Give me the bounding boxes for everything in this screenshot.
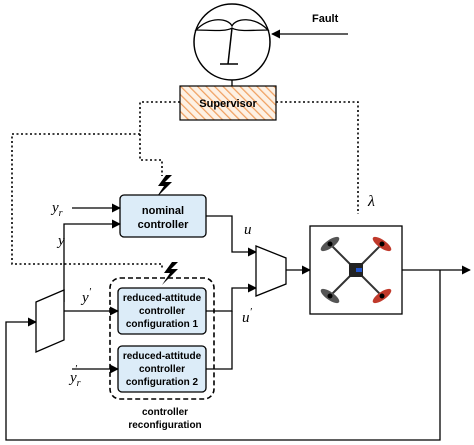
- signal-y-label: y: [56, 233, 65, 249]
- fault-rotor-icon: [193, 3, 271, 81]
- signal-y-r-prime-label: yr′: [68, 363, 81, 389]
- fault-label: Fault: [312, 13, 339, 25]
- signal-y-prime-label: y′: [80, 286, 92, 306]
- signal-u-prime-label: u′: [242, 306, 253, 326]
- supervisor-label: Supervisor: [199, 98, 257, 110]
- reduced-2-label-2: controller: [139, 364, 185, 375]
- reduced-1-label-3: configuration 1: [126, 319, 199, 330]
- supervisor-block: [179, 85, 277, 121]
- nominal-controller-label-1: nominal: [142, 205, 184, 217]
- reduced-2-label-1: reduced-attitude: [123, 351, 202, 362]
- signal-lines: [5, 203, 471, 441]
- lightning-icon-nominal: [156, 175, 172, 198]
- reconfiguration-label-2: reconfiguration: [128, 420, 201, 431]
- reduced-2-label-3: configuration 2: [126, 377, 199, 388]
- reduced-1-label-1: reduced-attitude: [123, 293, 202, 304]
- reduced-1-label-2: controller: [139, 306, 185, 317]
- quadrotor-plant-block: [309, 225, 403, 315]
- reconfiguration-label-1: controller: [142, 407, 188, 418]
- signal-demux: [35, 289, 65, 353]
- nominal-controller-label-2: controller: [138, 219, 189, 231]
- signal-y-r-label: yr: [50, 200, 63, 219]
- lambda-label: λ: [367, 193, 375, 210]
- supervisory-dotted-links: [11, 101, 359, 270]
- controller-reconfiguration-group: [109, 277, 215, 400]
- controller-switch-mux: [255, 245, 287, 297]
- signal-u-label: u: [244, 222, 252, 238]
- lightning-icon-reduced: [162, 262, 178, 285]
